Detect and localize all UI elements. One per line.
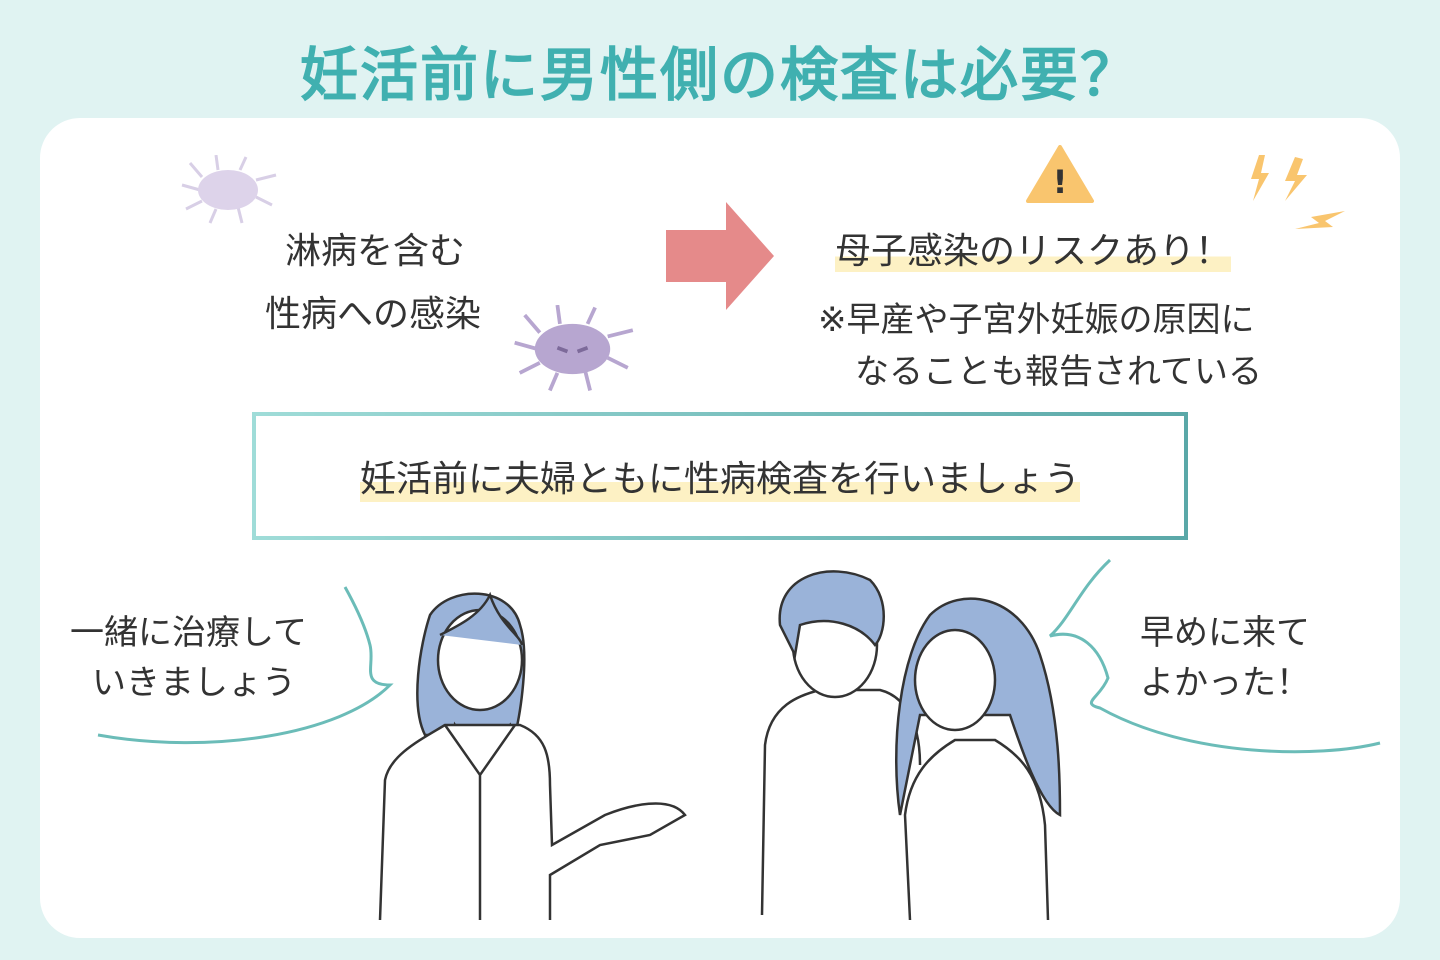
doctor-illustration <box>378 591 687 920</box>
virus-icon <box>514 305 634 392</box>
svg-text:!: ! <box>1053 163 1068 201</box>
couple-bubble-line-2: よかった！ <box>1140 663 1310 703</box>
cause-line-1: 淋病を含む <box>285 231 466 272</box>
lightning-icon <box>1251 155 1345 229</box>
doctor-bubble-line-1: 一緒に治療して <box>70 613 307 653</box>
couple-illustration <box>760 570 1062 920</box>
advice-box: 妊活前に夫婦ともに性病検査を行いましょう <box>252 412 1188 540</box>
arrow-right-icon <box>666 202 774 310</box>
warning-icon: ! <box>1026 145 1094 203</box>
page-title: 妊活前に男性側の検査は必要？ <box>299 41 1140 109</box>
cause-line-2: 性病への感染 <box>265 294 482 335</box>
virus-icon <box>181 155 277 224</box>
doctor-bubble-line-2: いきましょう <box>92 663 296 703</box>
risk-note-line-1: ※早産や子宮外妊娠の原因に <box>818 300 1255 340</box>
risk-heading-text: 母子感染のリスクあり！ <box>835 231 1232 272</box>
speech-bubble-left <box>97 586 394 745</box>
advice-text: 妊活前に夫婦ともに性病検査を行いましょう <box>359 450 1080 502</box>
risk-heading: 母子感染のリスクあり！ <box>835 222 1232 274</box>
couple-bubble-line-1: 早めに来て <box>1140 613 1310 653</box>
speech-bubble-right <box>1048 558 1381 754</box>
risk-note-line-2: なることも報告されている <box>855 352 1262 392</box>
